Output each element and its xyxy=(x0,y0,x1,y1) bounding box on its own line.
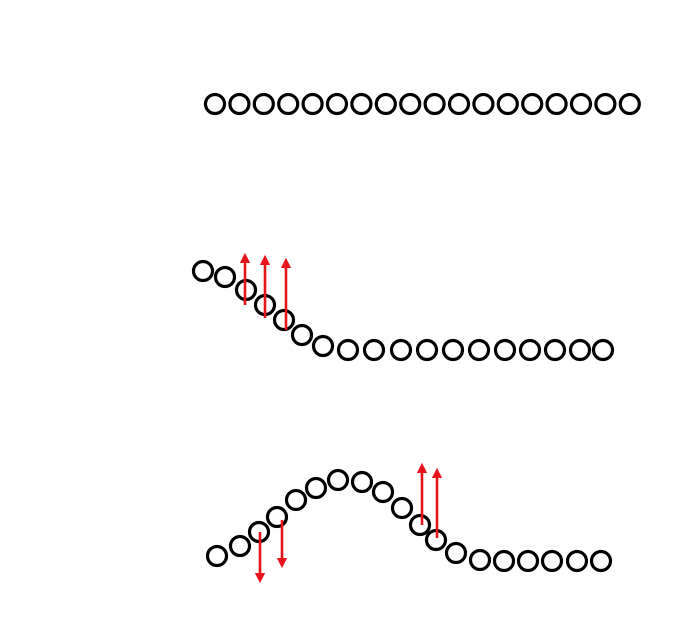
bead xyxy=(326,468,350,492)
bead xyxy=(325,92,349,116)
bead xyxy=(371,480,395,504)
bead xyxy=(441,338,465,362)
bead xyxy=(301,92,324,116)
bead xyxy=(399,92,422,116)
bead xyxy=(350,470,374,494)
kink-chain-panel xyxy=(191,252,615,362)
bead xyxy=(408,513,432,537)
flat-chain-panel xyxy=(203,92,641,116)
bead xyxy=(540,549,564,573)
bead xyxy=(521,92,544,116)
bead xyxy=(205,544,229,568)
bead xyxy=(390,496,414,520)
bead xyxy=(265,505,289,529)
bead xyxy=(444,541,468,565)
bead xyxy=(518,338,542,362)
bead xyxy=(545,92,568,116)
bead xyxy=(290,323,314,347)
bead xyxy=(415,338,439,362)
bead xyxy=(389,338,413,362)
bead xyxy=(467,338,491,362)
bead xyxy=(362,338,386,362)
bead xyxy=(496,92,519,116)
bead xyxy=(228,92,251,116)
bead xyxy=(618,92,641,116)
bead xyxy=(543,338,567,362)
bead xyxy=(423,92,446,116)
bead xyxy=(591,338,615,362)
bead xyxy=(228,534,252,558)
bead xyxy=(277,92,300,116)
bead xyxy=(304,476,328,500)
bead xyxy=(472,92,495,116)
bead xyxy=(374,92,397,116)
bead xyxy=(568,338,592,362)
bead xyxy=(516,549,540,573)
bead xyxy=(191,259,215,283)
bead xyxy=(336,338,360,362)
bead xyxy=(565,549,589,573)
bead xyxy=(203,92,227,116)
bead xyxy=(569,92,593,116)
bead xyxy=(252,92,275,116)
bead xyxy=(594,92,617,116)
bead xyxy=(272,308,296,332)
bead xyxy=(284,488,308,512)
bead xyxy=(468,548,492,572)
bead xyxy=(350,92,373,116)
pulse-chain-panel xyxy=(205,462,613,584)
bead xyxy=(311,334,335,358)
bead xyxy=(213,265,237,289)
bead xyxy=(589,549,613,573)
bead xyxy=(492,549,516,573)
bead xyxy=(493,338,517,362)
bead xyxy=(447,92,471,116)
